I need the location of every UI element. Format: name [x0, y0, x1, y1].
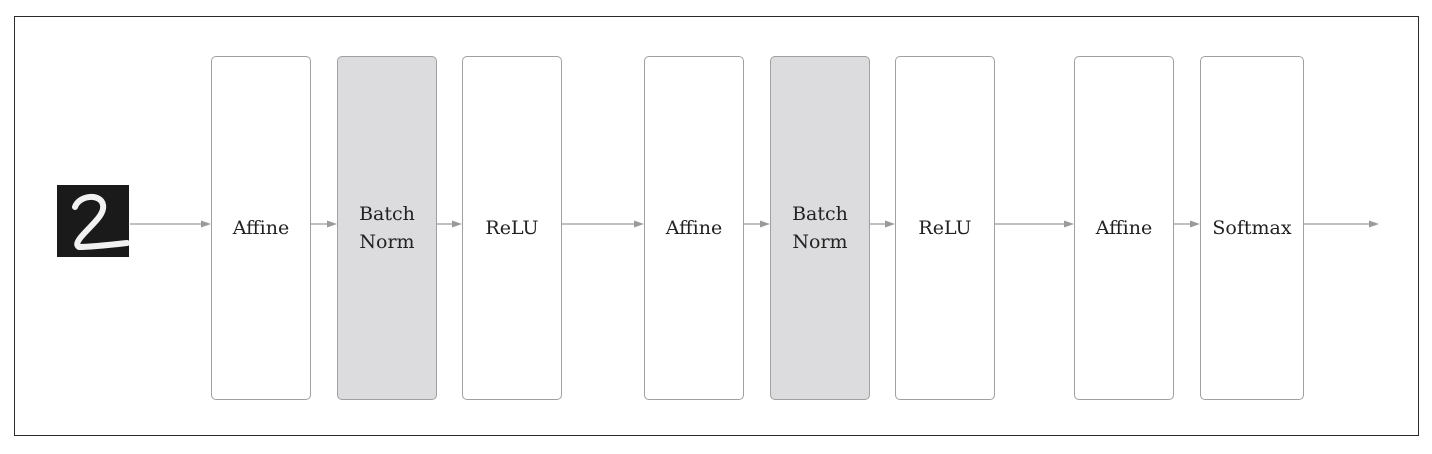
batch-norm-layer-1: Batch Norm [337, 56, 437, 400]
input-digit-image [57, 185, 129, 257]
affine-layer-2-label: Affine [665, 217, 723, 239]
affine-layer-1-label: Affine [232, 217, 290, 239]
arrow-affine-2-to-batch-norm-2 [744, 220, 770, 228]
relu-layer-1: ReLU [462, 56, 562, 400]
affine-layer-2: Affine [644, 56, 744, 400]
arrow-batch-norm-1-to-relu-1 [437, 220, 462, 228]
softmax-layer-label: Softmax [1212, 217, 1292, 239]
arrow-affine-1-to-batch-norm-1 [311, 220, 337, 228]
arrow-input-to-affine-1 [130, 220, 211, 228]
affine-layer-1: Affine [211, 56, 311, 400]
affine-layer-3: Affine [1074, 56, 1174, 400]
affine-layer-3-label: Affine [1095, 217, 1153, 239]
relu-layer-2-label: ReLU [918, 217, 972, 239]
relu-layer-2: ReLU [895, 56, 995, 400]
batch-norm-layer-2-label: Batch Norm [792, 203, 848, 253]
arrow-affine-3-to-softmax [1174, 220, 1200, 228]
arrow-relu-2-to-affine-3 [995, 220, 1074, 228]
arrow-softmax-output [1304, 220, 1379, 228]
relu-layer-1-label: ReLU [485, 217, 539, 239]
arrow-batch-norm-2-to-relu-2 [870, 220, 895, 228]
batch-norm-layer-1-label: Batch Norm [359, 203, 415, 253]
batch-norm-layer-2: Batch Norm [770, 56, 870, 400]
arrow-relu-1-to-affine-2 [562, 220, 644, 228]
softmax-layer: Softmax [1200, 56, 1304, 400]
